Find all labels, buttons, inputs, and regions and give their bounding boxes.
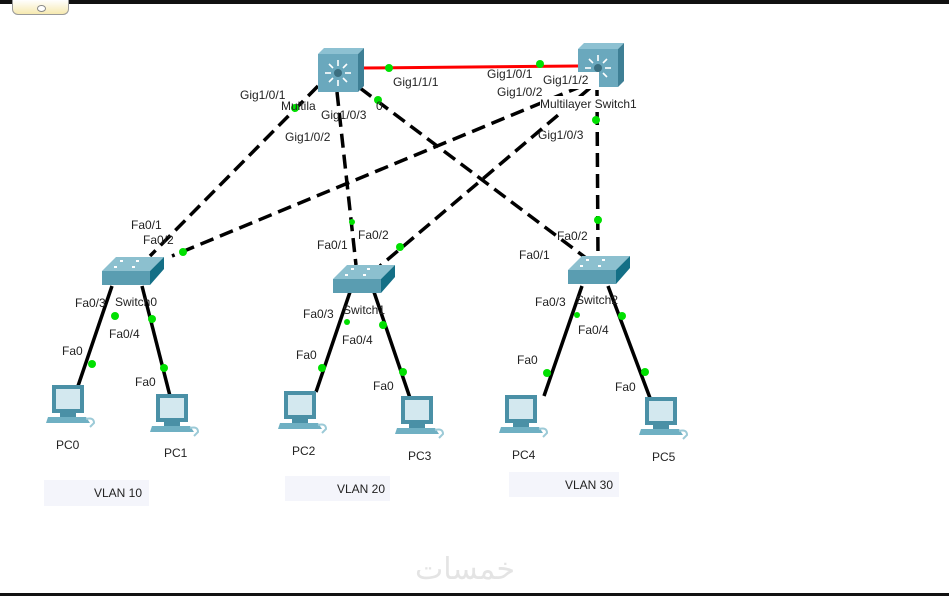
switch0-label: Switch0 (115, 295, 157, 309)
switch0-icon[interactable] (102, 257, 164, 285)
link-mls0-switch1[interactable] (335, 91, 358, 266)
link-mls0-switch0[interactable] (148, 84, 320, 258)
link-mls1-switch0[interactable] (171, 84, 583, 258)
pc3-icon[interactable] (394, 395, 444, 439)
pc3-label: PC3 (408, 449, 432, 463)
port-label: Fa0/2 (143, 233, 174, 247)
port-label: Fa0 (615, 380, 636, 394)
switch1-label: Switch1 (343, 303, 385, 317)
port-label: Gig1/0/2 (497, 85, 543, 99)
port-label: Gig1/0/2 (285, 130, 331, 144)
port-label: Fa0/1 (131, 218, 162, 232)
port-label: Fa0/3 (75, 296, 106, 310)
link-switch1-pc3[interactable] (372, 291, 412, 399)
port-label: Gig1/1/2 (543, 73, 589, 87)
pc1-icon[interactable] (149, 393, 199, 437)
pc4-label: PC4 (512, 448, 536, 462)
port-label: Fa0/1 (519, 248, 550, 262)
port-label: Fa0/4 (109, 327, 140, 341)
tab-icon (37, 5, 46, 12)
link-mls1-switch2[interactable] (595, 89, 600, 259)
pc4-icon[interactable] (498, 394, 548, 438)
vlan20-note[interactable]: VLAN 20 (285, 476, 390, 501)
pc0-label: PC0 (56, 438, 80, 452)
pc0-icon[interactable] (45, 384, 95, 428)
switch2-label: Switch2 (576, 293, 618, 307)
port-label: Fa0/3 (535, 295, 566, 309)
multilayer-switch0-icon[interactable] (317, 47, 365, 93)
link-switch1-pc2[interactable] (314, 291, 352, 393)
port-label: Fa0/3 (303, 307, 334, 321)
port-label: Gig1/0/1 (487, 67, 533, 81)
link-switch2-pc4[interactable] (542, 285, 584, 397)
mls0-label: Multila (281, 99, 316, 113)
switch2-icon[interactable] (568, 256, 630, 284)
links (76, 60, 652, 399)
port-label: Fa0/4 (342, 333, 373, 347)
pc5-label: PC5 (652, 450, 676, 464)
link-status-dots (88, 60, 649, 377)
window-bottom-bar (0, 593, 949, 596)
vlan30-note[interactable]: VLAN 30 (509, 472, 619, 497)
link-switch0-pc0[interactable] (76, 285, 114, 387)
port-label: Fa0/2 (358, 228, 389, 242)
link-switch0-pc1[interactable] (140, 285, 172, 397)
port-label: Fa0 (296, 348, 317, 362)
vlan10-label: VLAN 10 (94, 486, 143, 500)
port-label: Fa0 (135, 375, 156, 389)
mls1-label: Multilayer Switch1 (540, 97, 637, 111)
mls0-label-suffix: 0 (376, 99, 383, 113)
watermark-logo: خمسات (415, 552, 516, 587)
port-label: Gig1/0/1 (240, 88, 286, 102)
port-label: Gig1/0/3 (321, 108, 367, 122)
pc5-icon[interactable] (638, 396, 688, 440)
link-mls0-switch2[interactable] (358, 86, 588, 260)
switch1-icon[interactable] (333, 265, 395, 293)
vlan30-label: VLAN 30 (565, 478, 614, 492)
port-label: Fa0 (373, 379, 394, 393)
vlan20-label: VLAN 20 (337, 482, 386, 496)
port-label: Fa0 (62, 344, 83, 358)
vlan10-note[interactable]: VLAN 10 (44, 480, 149, 506)
link-mls0-mls1[interactable] (361, 64, 579, 70)
workspace-tab[interactable] (12, 0, 69, 15)
port-label: Fa0/1 (317, 238, 348, 252)
port-label: Fa0/4 (578, 323, 609, 337)
link-switch2-pc5[interactable] (606, 285, 652, 399)
port-label: Gig1/0/3 (538, 128, 584, 142)
window-top-bar (0, 0, 949, 4)
pc1-label: PC1 (164, 446, 188, 460)
pc2-label: PC2 (292, 444, 316, 458)
port-label: Gig1/1/1 (393, 75, 439, 89)
port-label: Fa0/2 (557, 229, 588, 243)
pc2-icon[interactable] (277, 390, 327, 434)
port-labels: Gig1/0/1 Gig1/0/3 Gig1/0/2 Gig1/1/1 Gig1… (62, 67, 636, 394)
port-label: Fa0 (517, 353, 538, 367)
link-mls1-switch1[interactable] (378, 86, 592, 268)
